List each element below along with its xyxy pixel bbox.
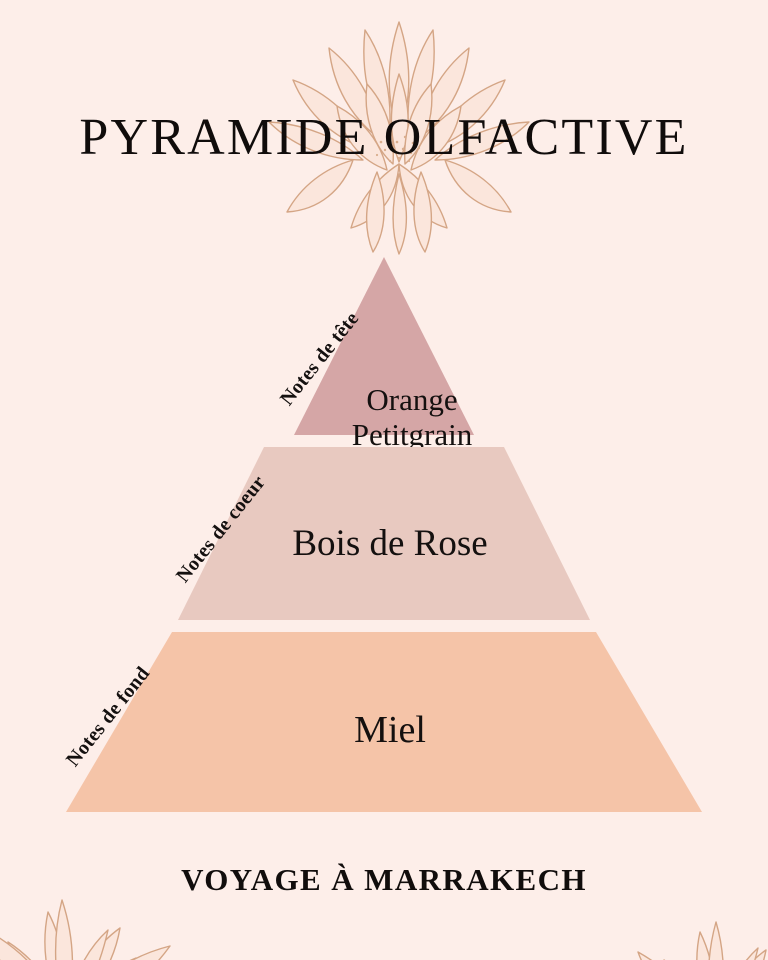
page-title: PYRAMIDE OLFACTIVE	[79, 109, 689, 166]
pyramid-tier-top-shape	[294, 257, 474, 435]
poster-footer-title: VOYAGE À MARRAKECH	[181, 862, 587, 897]
pyramid-tier-top-note: Orange Petitgrain	[351, 382, 473, 452]
pyramid-tier-middle-shape	[178, 447, 590, 620]
pyramid-tier-base[interactable]: Miel	[0, 632, 768, 812]
pyramid-tier-middle-note: Bois de Rose	[292, 522, 488, 564]
pyramid-tier-middle[interactable]: Bois de Rose	[0, 447, 768, 620]
pyramid-tier-top[interactable]: Orange Petitgrain	[0, 257, 768, 452]
pyramid-tier-base-shape	[66, 632, 702, 812]
pyramid-tier-base-note: Miel	[354, 708, 426, 751]
